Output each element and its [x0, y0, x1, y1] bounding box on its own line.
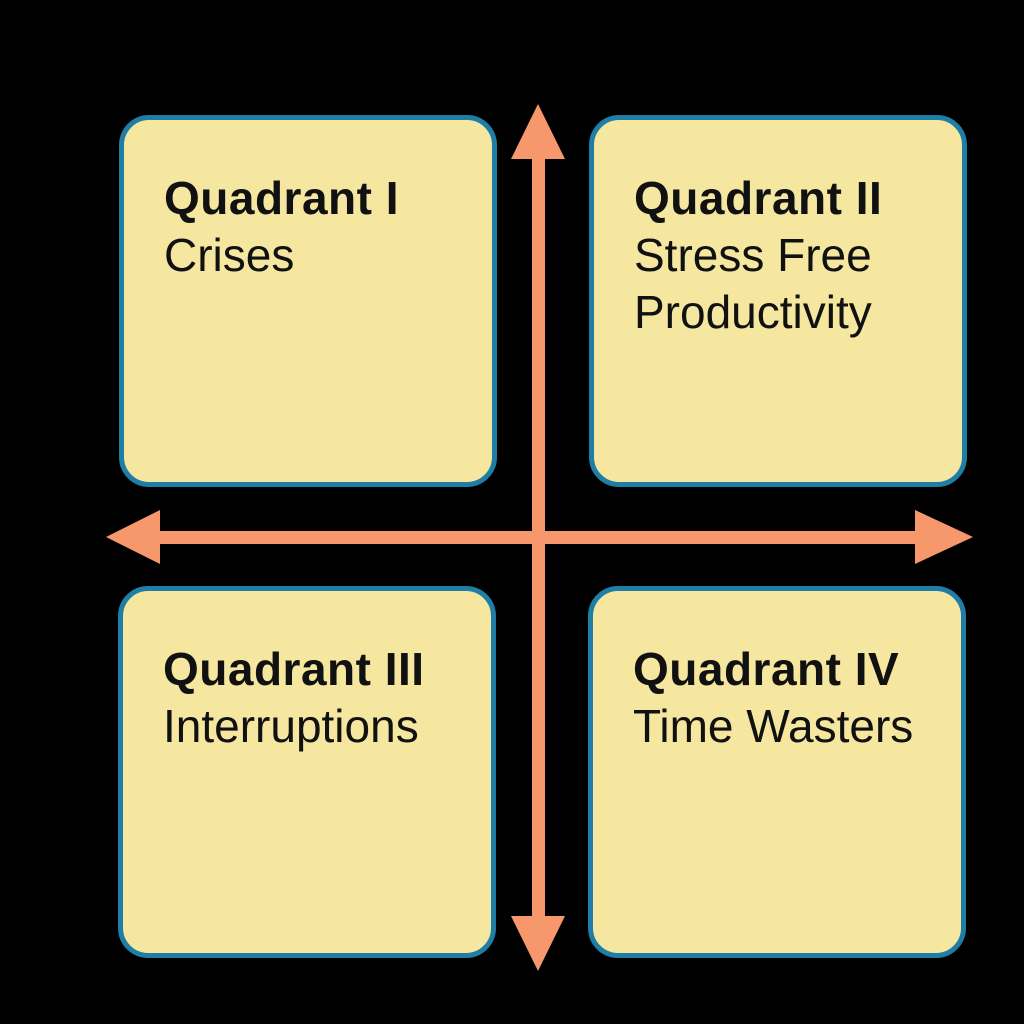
horizontal-arrow-shaft	[157, 531, 917, 544]
quadrant-3-description: Interruptions	[163, 700, 419, 752]
quadrant-2-description: Stress Free Productivity	[634, 229, 872, 338]
arrow-head-right-icon	[915, 510, 973, 564]
quadrant-1-description: Crises	[164, 229, 295, 281]
quadrant-4-description: Time Wasters	[633, 700, 914, 752]
quadrant-box-3: Quadrant III Interruptions	[118, 586, 496, 958]
arrow-head-left-icon	[106, 510, 160, 564]
quadrant-2-title: Quadrant II	[634, 172, 883, 224]
quadrant-box-4: Quadrant IV Time Wasters	[588, 586, 966, 958]
quadrant-4-title: Quadrant IV	[633, 643, 900, 695]
arrow-head-down-icon	[511, 916, 565, 971]
quadrant-box-2: Quadrant II Stress Free Productivity	[589, 115, 967, 487]
quadrant-box-1: Quadrant I Crises	[119, 115, 497, 487]
quadrant-3-title: Quadrant III	[163, 643, 425, 695]
quadrant-1-title: Quadrant I	[164, 172, 400, 224]
arrow-head-up-icon	[511, 104, 565, 159]
